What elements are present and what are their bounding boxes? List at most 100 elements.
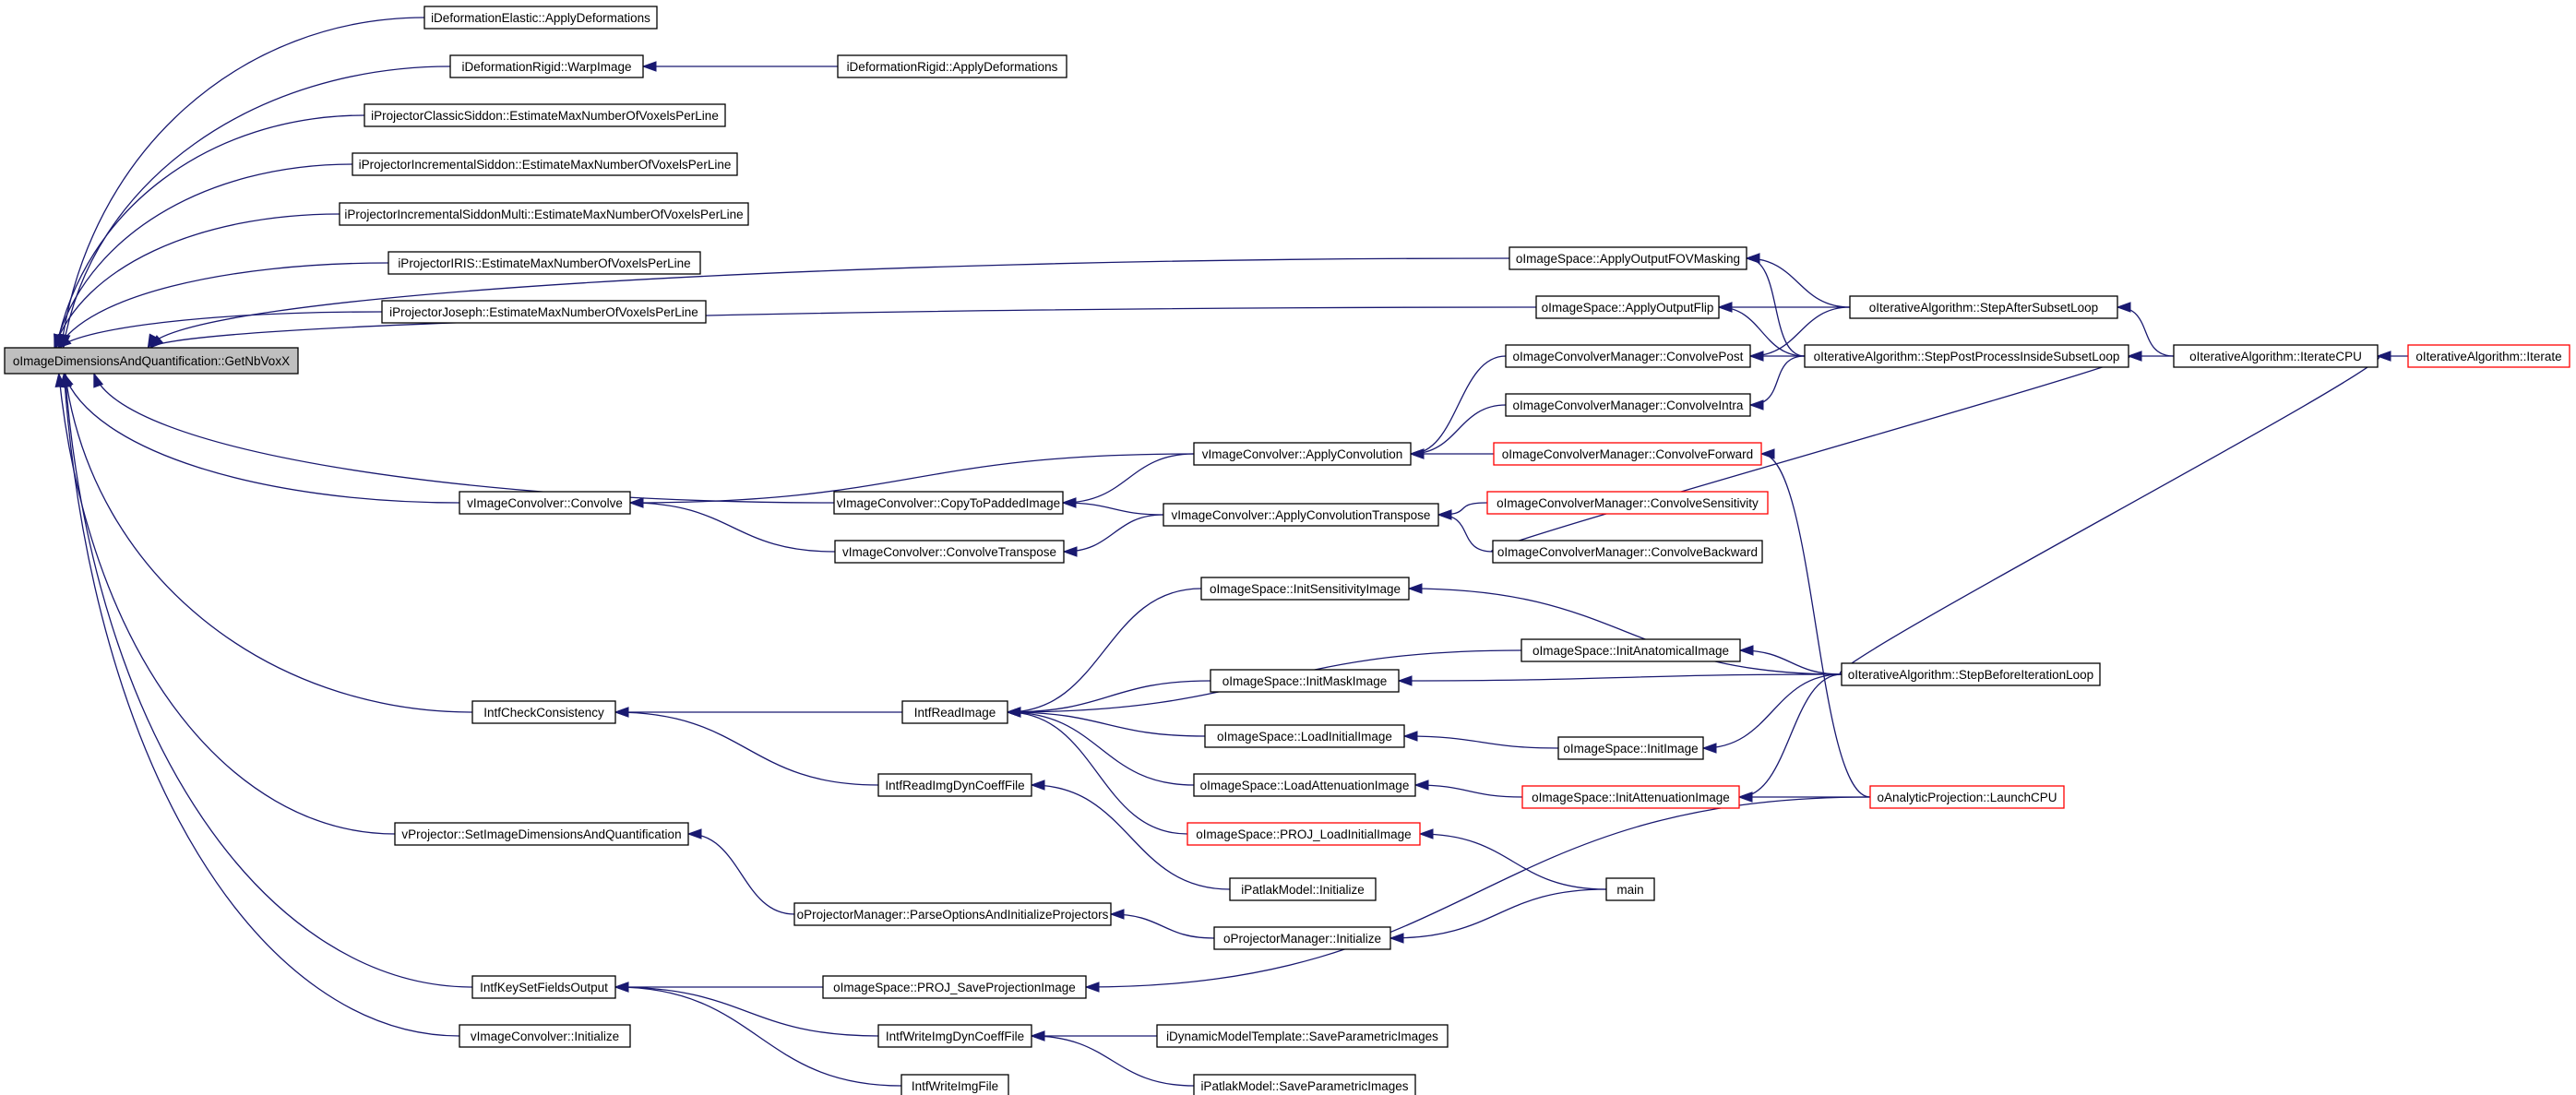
- node-box: [900, 1074, 1009, 1095]
- graph-node-setDims[interactable]: vProjector::SetImageDimensionsAndQuantif…: [394, 822, 689, 846]
- graph-node-projSave[interactable]: oImageSpace::PROJ_SaveProjectionImage: [822, 975, 1087, 999]
- graph-node-projLoad[interactable]: oImageSpace::PROJ_LoadInitialImage: [1187, 822, 1421, 846]
- edge-arrowhead: [1030, 1030, 1045, 1041]
- edge-arrowhead: [686, 828, 702, 839]
- graph-node-loadAtten[interactable]: oImageSpace::LoadAttenuationImage: [1193, 773, 1416, 797]
- edge-line: [1007, 588, 1202, 713]
- edge-arrowhead: [1759, 448, 1775, 459]
- call-edge-iterCPU-to-stepAfter: [2116, 302, 2175, 357]
- graph-node-projIncr[interactable]: iProjectorIncrementalSiddon::EstimateMax…: [352, 152, 738, 176]
- edge-line: [147, 257, 1510, 349]
- call-edge-copyPadded-to-root: [93, 372, 835, 504]
- edge-line: [1063, 514, 1164, 553]
- graph-node-patlakSave[interactable]: iPatlakModel::SaveParametricImages: [1193, 1074, 1416, 1095]
- graph-node-parseOpts[interactable]: oProjectorManager::ParseOptionsAndInitia…: [793, 902, 1112, 926]
- graph-node-keySet[interactable]: IntfKeySetFieldsOutput: [471, 975, 616, 999]
- graph-node-applyConvT[interactable]: vImageConvolver::ApplyConvolutionTranspo…: [1163, 503, 1439, 527]
- graph-node-writeImg[interactable]: IntfWriteImgFile: [900, 1074, 1009, 1095]
- node-label: oImageConvolverManager::ConvolveIntra: [1513, 399, 1744, 412]
- graph-node-defElastic[interactable]: iDeformationElastic::ApplyDeformations: [423, 6, 658, 30]
- call-edge-fovMask-to-root: [147, 257, 1510, 350]
- edge-line: [1403, 735, 1559, 749]
- node-label: vImageConvolver::Convolve: [467, 496, 623, 510]
- call-edge-stepAfter-to-fovMask: [1745, 253, 1851, 308]
- graph-node-projIRIS[interactable]: iProjectorIRIS::EstimateMaxNumberOfVoxel…: [388, 251, 701, 275]
- edge-arrowhead: [1409, 448, 1425, 459]
- graph-node-root[interactable]: oImageDimensionsAndQuantification::GetNb…: [4, 347, 299, 375]
- graph-node-readDyn[interactable]: IntfReadImgDynCoeffFile: [877, 773, 1032, 797]
- node-label: iDeformationRigid::ApplyDeformations: [847, 60, 1058, 74]
- node-label: IntfKeySetFieldsOutput: [480, 981, 608, 994]
- graph-node-writeDyn[interactable]: IntfWriteImgDynCoeffFile: [877, 1024, 1032, 1048]
- graph-node-loadInitial[interactable]: oImageSpace::LoadInitialImage: [1204, 724, 1405, 748]
- graph-node-main[interactable]: main: [1605, 877, 1655, 901]
- edge-line: [1031, 1035, 1195, 1087]
- graph-node-convT[interactable]: vImageConvolver::ConvolveTranspose: [834, 540, 1065, 564]
- graph-node-copyPadded[interactable]: vImageConvolver::CopyToPaddedImage: [833, 491, 1064, 515]
- node-label: oAnalyticProjection::LaunchCPU: [1877, 791, 2057, 804]
- graph-node-readImage[interactable]: IntfReadImage: [901, 700, 1008, 724]
- node-label: oImageConvolverManager::ConvolvePost: [1513, 350, 1744, 363]
- edge-arrowhead: [1701, 743, 1717, 754]
- edge-arrowhead: [2376, 351, 2391, 362]
- graph-node-applyConv[interactable]: vImageConvolver::ApplyConvolution: [1193, 442, 1412, 466]
- graph-node-defRigidWarp[interactable]: iDeformationRigid::WarpImage: [449, 54, 644, 78]
- node-box: [1841, 662, 2101, 686]
- graph-node-patlakInit[interactable]: iPatlakModel::Initialize: [1229, 877, 1377, 901]
- edge-line: [1437, 514, 1494, 553]
- graph-node-convFwd[interactable]: oImageConvolverManager::ConvolveForward: [1493, 442, 1762, 466]
- edge-line: [64, 373, 473, 713]
- node-label: oImageSpace::PROJ_SaveProjectionImage: [833, 981, 1076, 994]
- edge-line: [54, 213, 340, 349]
- graph-node-projJoseph[interactable]: iProjectorJoseph::EstimateMaxNumberOfVox…: [381, 300, 707, 324]
- edge-line: [63, 373, 460, 504]
- edge-arrowhead: [1109, 909, 1125, 920]
- call-edge-launchCPU-to-convFwd: [1759, 448, 1871, 798]
- graph-node-stepAfter[interactable]: oIterativeAlgorithm::StepAfterSubsetLoop: [1849, 295, 2118, 319]
- graph-node-projClassic[interactable]: iProjectorClassicSiddon::EstimateMaxNumb…: [364, 103, 726, 127]
- call-edge-applyConvT-to-copyPadded: [1061, 497, 1164, 516]
- call-edge-stepPost-to-fovMask: [1745, 253, 1806, 357]
- node-label: oImageSpace::InitAnatomicalImage: [1532, 644, 1729, 658]
- graph-node-convSens[interactable]: oImageConvolverManager::ConvolveSensitiv…: [1486, 491, 1769, 515]
- graph-node-fovMask[interactable]: oImageSpace::ApplyOutputFOVMasking: [1509, 246, 1747, 270]
- graph-node-convBwd[interactable]: oImageConvolverManager::ConvolveBackward: [1492, 540, 1763, 564]
- node-label: oImageSpace::ApplyOutputFlip: [1542, 301, 1714, 315]
- call-edge-stepBefore-to-iterCPU: [1839, 351, 2391, 675]
- edge-line: [1062, 502, 1164, 516]
- edge-line: [64, 373, 473, 988]
- graph-node-dynSave[interactable]: iDynamicModelTemplate::SaveParametricIma…: [1156, 1024, 1449, 1048]
- node-box: [1535, 295, 1720, 319]
- graph-node-checkCons[interactable]: IntfCheckConsistency: [471, 700, 616, 724]
- graph-node-outFlip[interactable]: oImageSpace::ApplyOutputFlip: [1535, 295, 1720, 319]
- node-label: oImageConvolverManager::ConvolveForward: [1502, 447, 1753, 461]
- edge-arrowhead: [59, 372, 71, 387]
- graph-node-projMgrInit[interactable]: oProjectorManager::Initialize: [1213, 926, 1391, 950]
- node-label: vImageConvolver::ApplyConvolutionTranspo…: [1172, 508, 1431, 522]
- node-label: vImageConvolver::Initialize: [471, 1030, 619, 1043]
- graph-node-launchCPU[interactable]: oAnalyticProjection::LaunchCPU: [1869, 785, 2065, 809]
- node-box: [877, 1024, 1032, 1048]
- graph-node-convolve[interactable]: vImageConvolver::Convolve: [459, 491, 631, 515]
- node-label: IntfCheckConsistency: [483, 706, 604, 720]
- graph-node-iterCPU[interactable]: oIterativeAlgorithm::IterateCPU: [2173, 344, 2379, 368]
- edge-line: [1746, 257, 1851, 308]
- graph-node-defRigidApply[interactable]: iDeformationRigid::ApplyDeformations: [837, 54, 1067, 78]
- graph-node-stepPost[interactable]: oIterativeAlgorithm::StepPostProcessInsi…: [1804, 344, 2129, 368]
- graph-node-stepBefore[interactable]: oIterativeAlgorithm::StepBeforeIteration…: [1841, 662, 2101, 686]
- graph-node-initAtten[interactable]: oImageSpace::InitAttenuationImage: [1521, 785, 1740, 809]
- edge-line: [1410, 404, 1507, 455]
- call-edge-projLoad-to-readImage: [1006, 707, 1188, 835]
- graph-node-initImage[interactable]: oImageSpace::InitImage: [1557, 736, 1704, 760]
- edge-arrowhead: [1418, 828, 1434, 839]
- graph-node-initSens[interactable]: oImageSpace::InitSensitivityImage: [1200, 577, 1410, 601]
- graph-node-initMask[interactable]: oImageSpace::InitMaskImage: [1210, 669, 1400, 693]
- graph-node-convPost[interactable]: oImageConvolverManager::ConvolvePost: [1505, 344, 1751, 368]
- graph-node-convInit[interactable]: vImageConvolver::Initialize: [459, 1024, 631, 1048]
- edge-line: [1839, 355, 2380, 675]
- graph-node-projIncrMulti[interactable]: iProjectorIncrementalSiddonMulti::Estima…: [339, 202, 749, 226]
- graph-node-iterate[interactable]: oIterativeAlgorithm::Iterate: [2407, 344, 2570, 368]
- graph-node-convIntra[interactable]: oImageConvolverManager::ConvolveIntra: [1505, 393, 1751, 417]
- graph-node-initAnat[interactable]: oImageSpace::InitAnatomicalImage: [1521, 638, 1741, 662]
- call-edge-main-to-projMgrInit: [1389, 888, 1607, 944]
